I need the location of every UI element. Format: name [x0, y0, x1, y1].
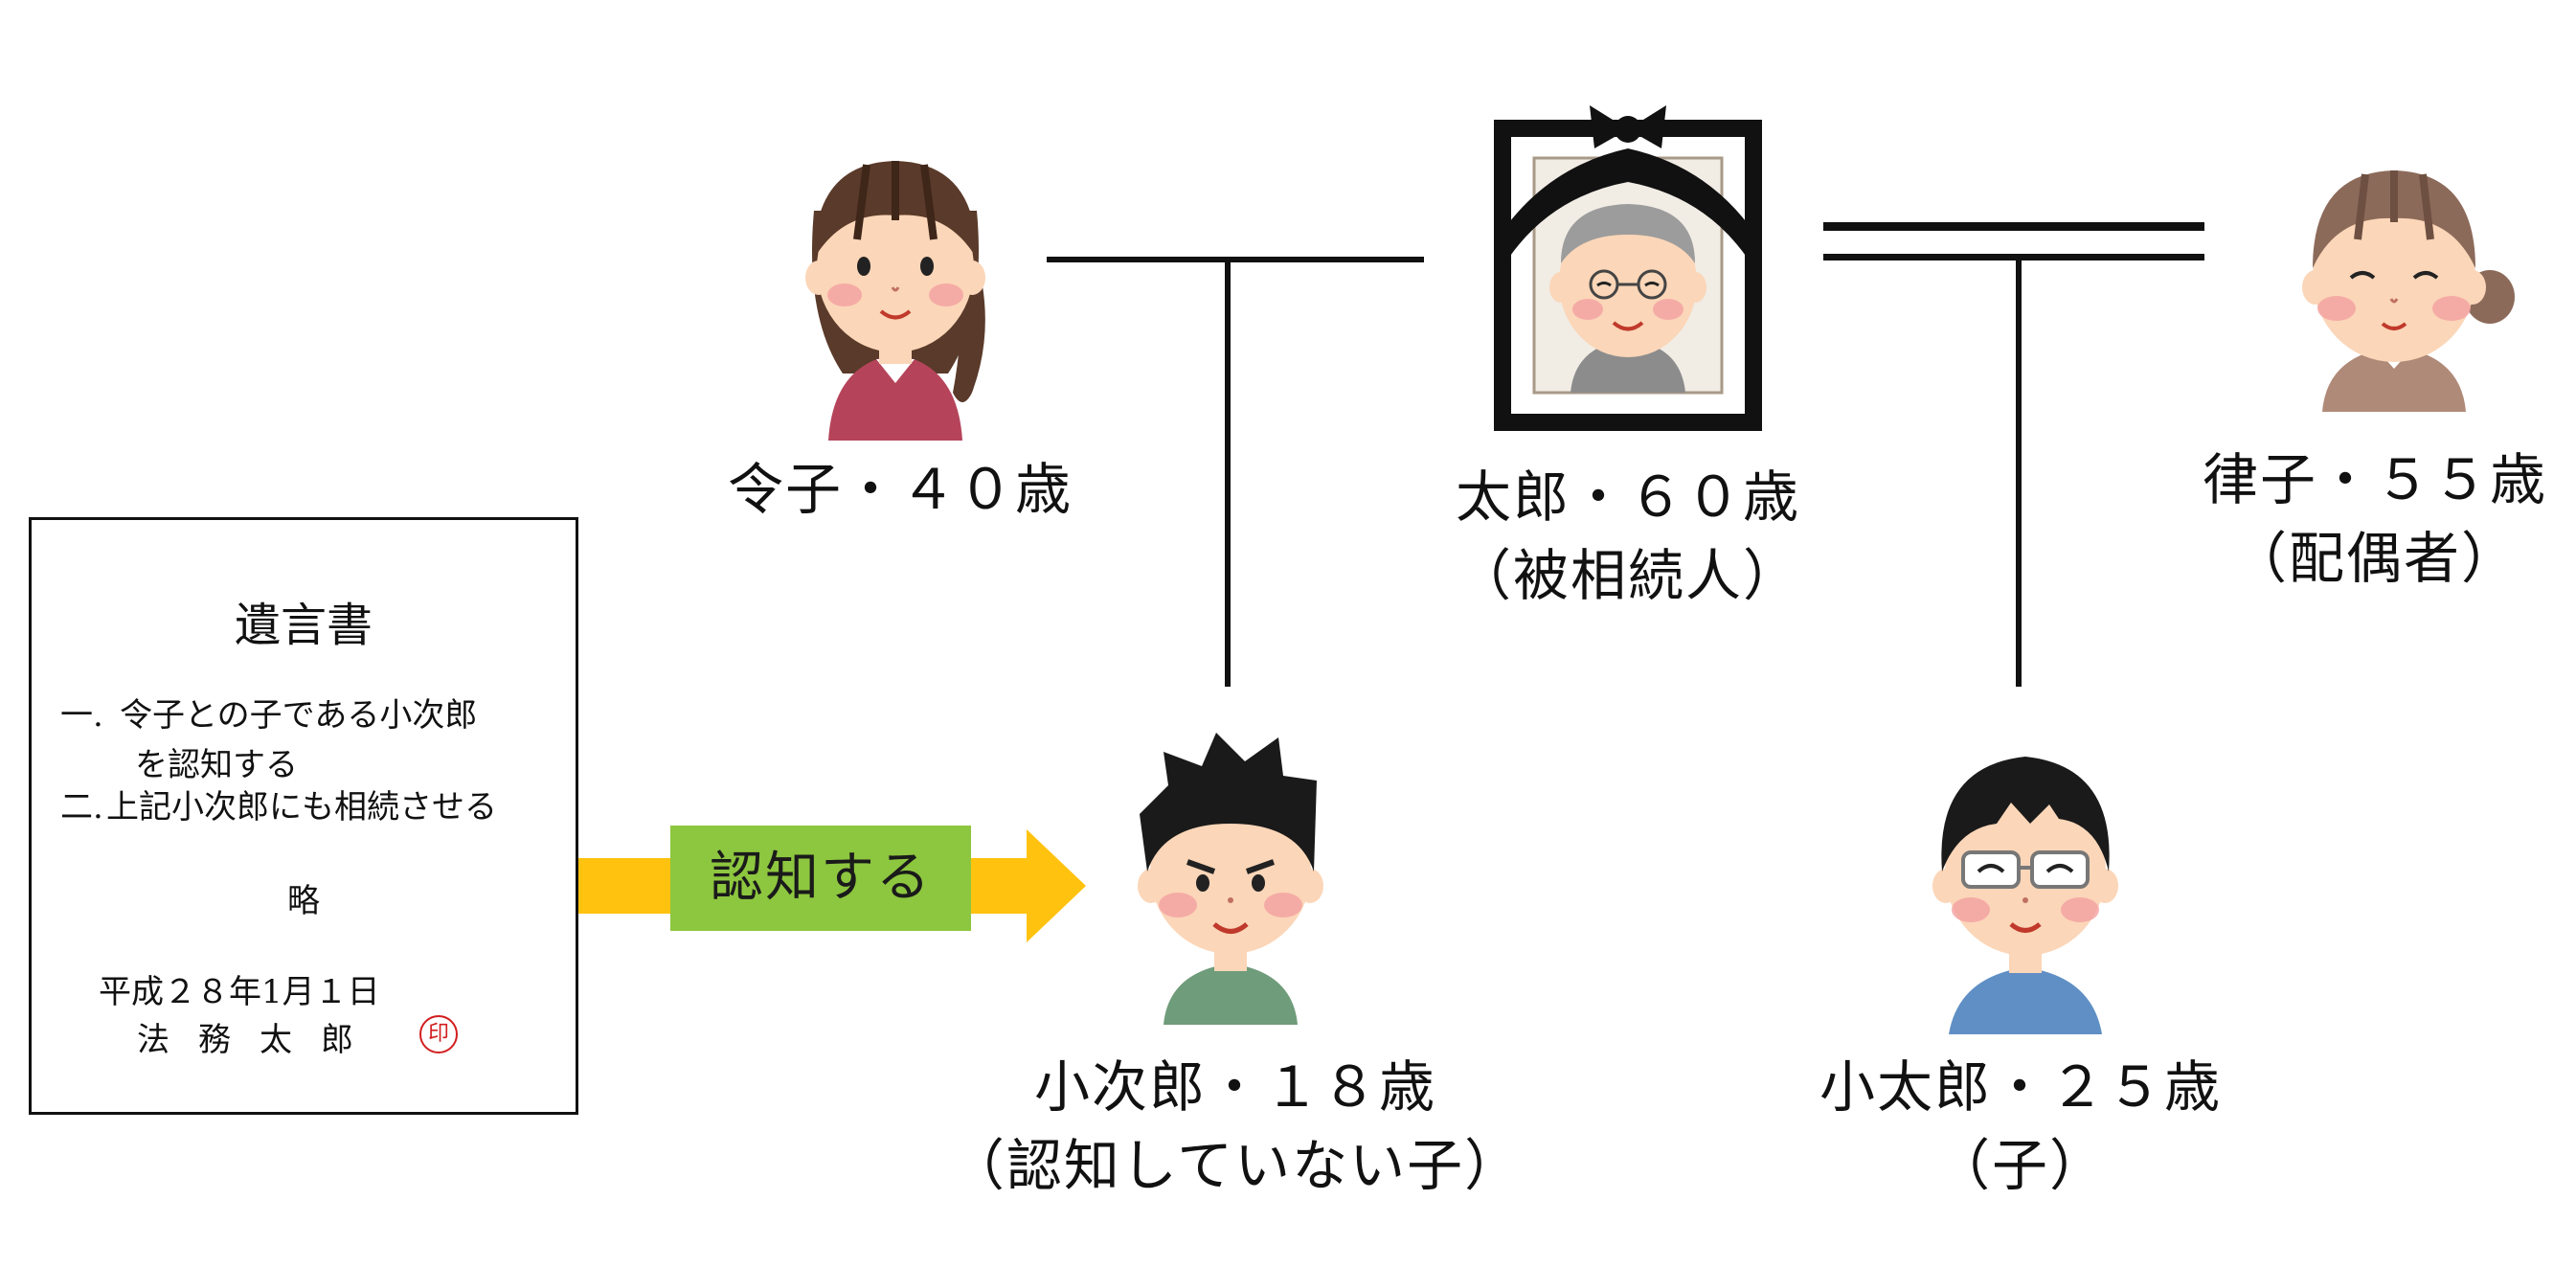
kotaro-name-age: 小太郎・２５歳: [1819, 1054, 2222, 1120]
will-clause-2-number: 二.: [60, 788, 103, 826]
kojiro-name-age: 小次郎・１８歳: [1033, 1054, 1436, 1120]
will-signer: 法務太郎: [137, 1021, 382, 1059]
ritsuko-illustration: [2302, 170, 2515, 412]
reiko-illustration: [805, 161, 985, 441]
will-document: 遺言書 一. 令子との子である小次郎 を認知する 二.上記小次郎にも相続させる 略…: [29, 517, 578, 1115]
taro-memorial-portrait: [1494, 105, 1762, 431]
will-clause-1-line-2: を認知する: [135, 746, 298, 784]
reiko-name-age: 令子・４０歳: [727, 457, 1073, 522]
kojiro-role: （認知していない子）: [948, 1133, 1523, 1198]
acknowledgment-arrow-head: [1027, 829, 1086, 942]
marriage-line-upper: [1823, 222, 2204, 231]
will-clause-1-number: 一.: [60, 696, 103, 735]
kojiro-illustration: [1138, 733, 1323, 1025]
taro-name-age: 太郎・６０歳: [1455, 464, 1800, 530]
ritsuko-label: 律子・５５歳 （配偶者）: [2174, 441, 2576, 598]
ritsuko-role: （配偶者）: [2230, 526, 2519, 591]
acknowledgment-label: 認知する: [670, 826, 971, 931]
taro-label: 太郎・６０歳 （被相続人）: [1408, 458, 1848, 615]
kotaro-role: （子）: [1933, 1133, 2107, 1198]
kotaro-illustration: [1932, 757, 2118, 1034]
will-clause-1: 一. 令子との子である小次郎: [60, 692, 477, 738]
ritsuko-name-age: 律子・５５歳: [2202, 447, 2547, 512]
kojiro-label: 小次郎・１８歳 （認知していない子）: [948, 1048, 1523, 1205]
taro-role: （被相続人）: [1455, 543, 1800, 608]
seal-stamp: 印: [419, 1015, 458, 1053]
will-date: 平成２８年1月１日: [99, 973, 380, 1011]
will-clause-1-line-1: 令子との子である小次郎: [120, 696, 478, 735]
marriage-line-lower: [1823, 254, 2204, 260]
will-clause-2: 二.上記小次郎にも相続させる: [60, 784, 497, 830]
will-title: 遺言書: [234, 599, 373, 652]
will-omitted-mark: 略: [287, 882, 320, 920]
descent-line-kojiro: [1225, 260, 1231, 687]
reiko-label: 令子・４０歳: [699, 450, 1101, 529]
relation-line-reiko-taro: [1047, 257, 1424, 262]
descent-line-kotaro: [2016, 257, 2022, 687]
kotaro-label: 小太郎・２５歳 （子）: [1800, 1048, 2241, 1205]
will-clause-2-text: 上記小次郎にも相続させる: [106, 788, 497, 826]
